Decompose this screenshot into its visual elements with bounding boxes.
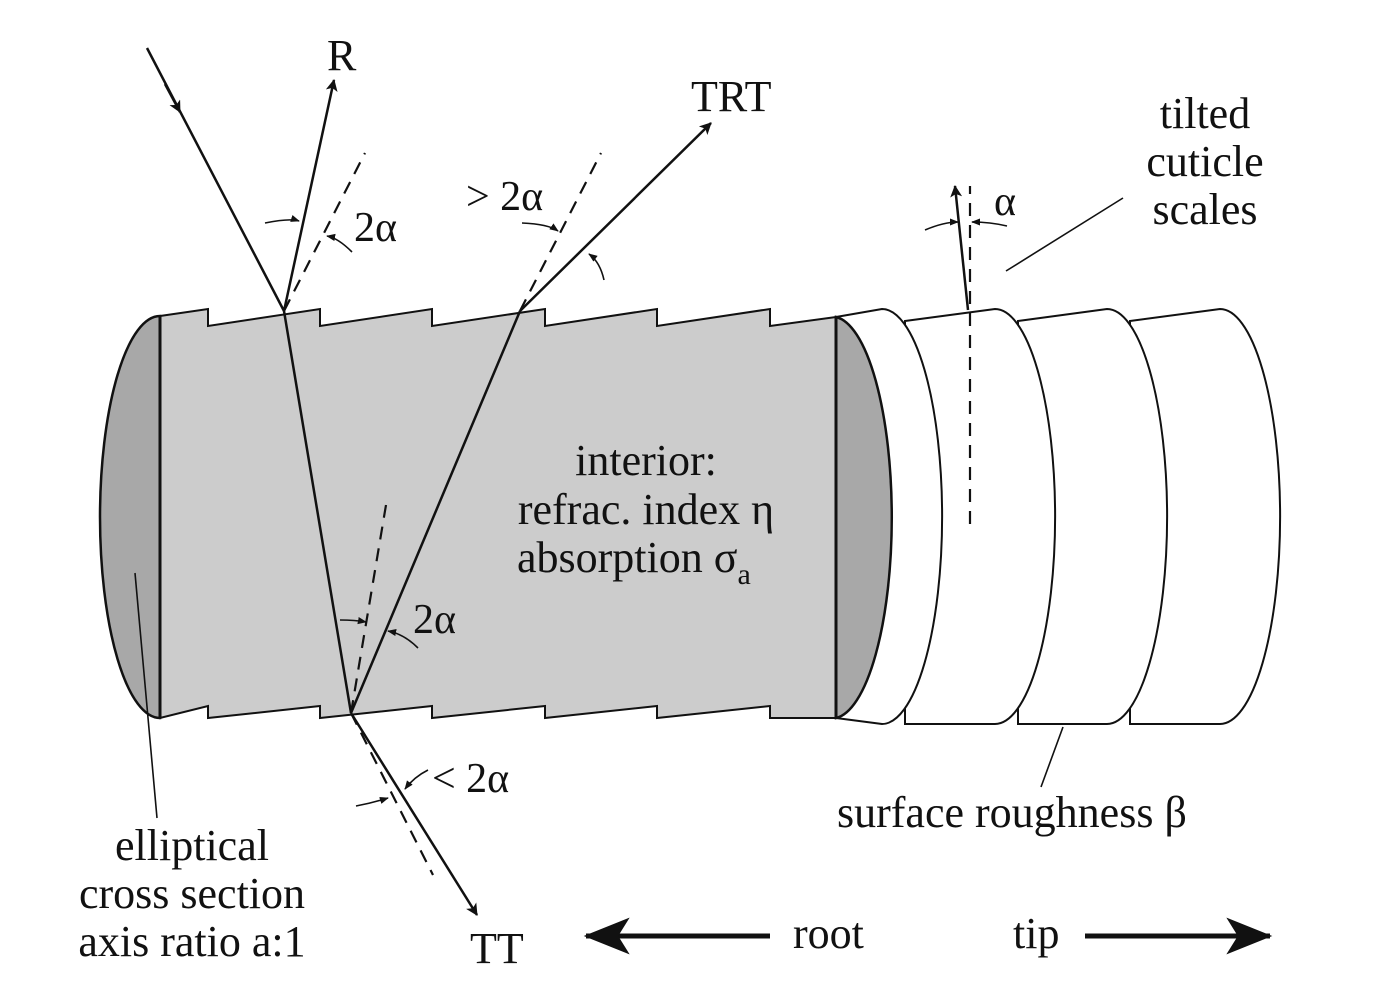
internal-reflection-ray — [349, 310, 522, 714]
scales-label-line-3: scales — [1152, 185, 1257, 234]
cuticle-scale — [904, 307, 1057, 725]
scales-leader-line — [1005, 197, 1124, 272]
label-angle-tt: < 2α — [432, 756, 509, 802]
cross-section-leader-line — [134, 572, 158, 819]
label-trt: TRT — [691, 72, 772, 121]
interior-label-line-2: refrac. index η — [518, 485, 774, 534]
incident-arrowhead — [163, 83, 182, 113]
label-angle-trt: > 2α — [466, 174, 543, 220]
r-angle-arc-2 — [326, 233, 353, 253]
label-r: R — [327, 31, 357, 80]
trt-angle-arc — [521, 222, 559, 232]
scales-label-line-2: cuticle — [1146, 137, 1263, 186]
label-angle-inner: 2α — [413, 597, 456, 643]
label-tt: TT — [470, 924, 524, 973]
angle-markers — [264, 215, 1008, 807]
tip-label: tip — [1013, 909, 1059, 958]
left-end-cap — [98, 314, 162, 720]
r-ray — [282, 79, 338, 312]
roughness-leader-line — [1040, 726, 1064, 788]
inner-angle-arc-2 — [387, 628, 419, 649]
cross-section-line-2: cross section — [79, 869, 305, 918]
trt-normal-dashed — [519, 152, 602, 312]
scale-angle-arc — [924, 218, 959, 231]
tt-angle-arc-2 — [404, 769, 429, 790]
label-angle-r: 2α — [354, 205, 397, 251]
cuticle-scale — [1017, 307, 1169, 725]
right-end-cap — [834, 315, 894, 720]
root-label: root — [793, 909, 864, 958]
tt-ray — [349, 712, 479, 916]
interior-label: interior: refrac. index η absorption σa — [517, 436, 774, 591]
r-normal-dashed — [283, 152, 366, 312]
trt-angle-arc-2 — [588, 253, 605, 281]
cuticle-scales — [835, 307, 1282, 726]
tt-normal-dashed — [350, 712, 434, 876]
scales-label: tilted cuticle scales — [1146, 89, 1263, 234]
cross-section-label: elliptical cross section axis ratio a:1 — [78, 821, 305, 966]
label-angle-scale: α — [994, 179, 1016, 225]
scale-normal-ray — [950, 185, 970, 311]
interior-label-line-3: absorption σa — [517, 533, 751, 591]
reference-normals — [283, 152, 972, 876]
interior-label-line-1: interior: — [575, 436, 717, 485]
cross-section-line-3: axis ratio a:1 — [78, 917, 305, 966]
trt-ray — [519, 122, 712, 312]
scale-angle-arc-2 — [971, 218, 1008, 227]
tt-angle-arc — [355, 796, 389, 807]
scales-label-line-1: tilted — [1160, 89, 1250, 138]
roughness-label: surface roughness β — [837, 788, 1187, 837]
inner-angle-arc — [339, 617, 367, 625]
light-paths — [145, 47, 970, 916]
refracted-ray — [282, 310, 353, 714]
r-angle-arc — [264, 215, 300, 224]
absorption-subscript: a — [737, 558, 750, 591]
absorption-text: absorption σ — [517, 533, 738, 582]
cross-section-line-1: elliptical — [115, 821, 269, 870]
cuticle-scale — [1129, 307, 1282, 725]
